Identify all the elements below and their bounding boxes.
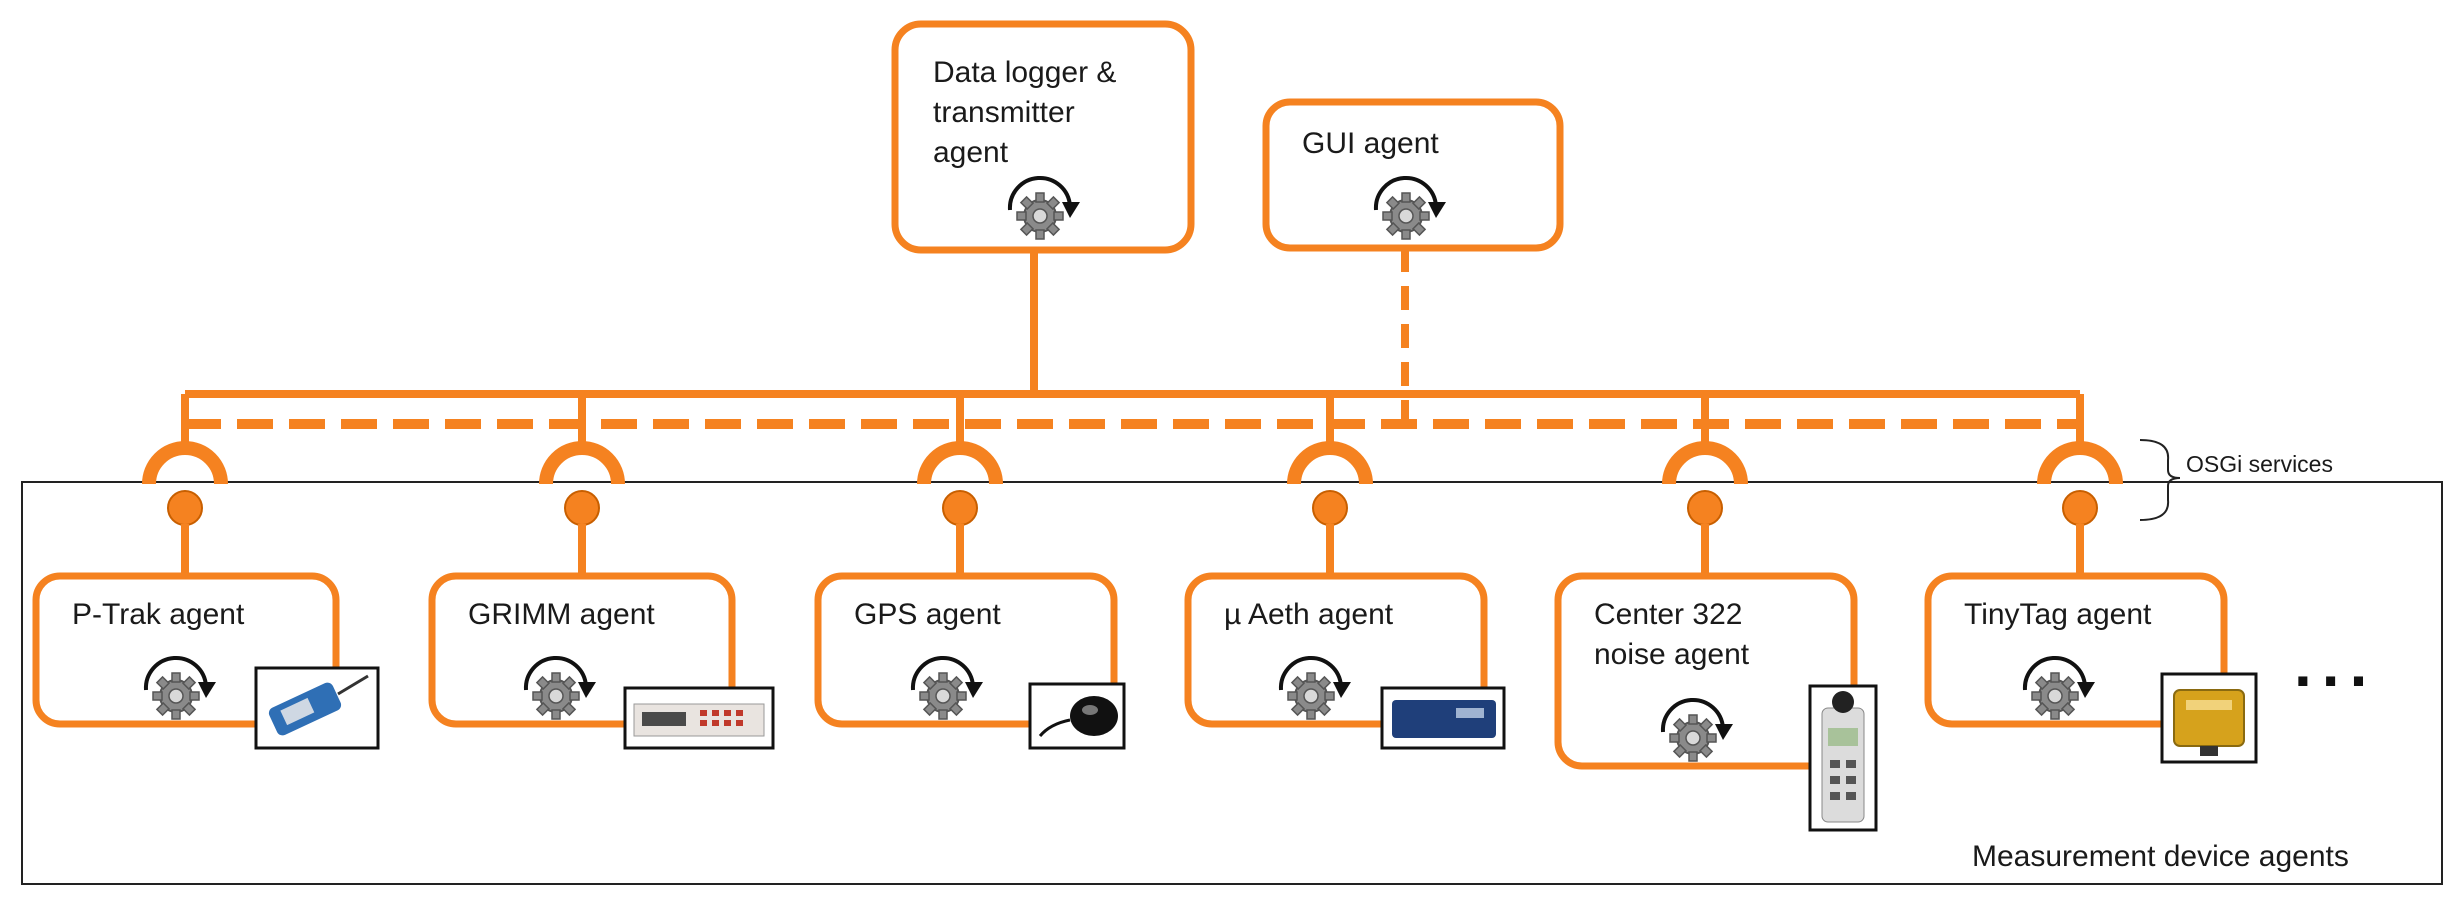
device-agent-label: Center 322 [1594,598,1742,631]
noise-meter-image [1808,684,1878,832]
device-agent-6[interactable]: TinyTag agent [1924,572,2258,764]
osgi-socket-icon [917,441,1003,485]
logger-label-line-3: agent [933,136,1009,169]
measurement-container [21,481,2443,885]
osgi-socket-icon [1662,441,1748,485]
connections [181,248,2084,448]
gui-agent[interactable]: GUI agent [1262,98,1564,252]
logger-label-line-2: transmitter [933,96,1075,129]
osgi-service-ball-icon [1687,490,1723,526]
ptrak-device-image [254,666,380,750]
device-agent-label: GPS agent [854,598,1001,631]
gps-device-image [1028,682,1126,750]
device-agent-1[interactable]: P-Trak agent [32,572,380,750]
measurement-container-label: Measurement device agents [1972,840,2349,873]
osgi-service-ball-icon [1312,490,1348,526]
osgi-socket-icon [539,441,625,485]
osgi-service-ball-icon [942,490,978,526]
gui-label: GUI agent [1302,127,1439,160]
osgi-sockets [142,441,2123,576]
logger-agent[interactable]: Data logger & transmitter agent [891,20,1195,254]
osgi-socket-icon [2037,441,2123,485]
osgi-services-label: OSGi services [2186,451,2333,477]
device-agent-4[interactable]: µ Aeth agent [1184,572,1506,750]
tinytag-device-image [2160,672,2258,764]
device-agent-3[interactable]: GPS agent [814,572,1126,750]
logger-label-line-1: Data logger & [933,56,1116,89]
more-agents-ellipsis: ... [2294,628,2377,700]
osgi-service-ball-icon [564,490,600,526]
device-agent-label: TinyTag agent [1964,598,2152,631]
osgi-socket-icon [1287,441,1373,485]
osgi-socket-icon [142,441,228,485]
device-agent-2[interactable]: GRIMM agent [428,572,775,750]
device-agents: P-Trak agent GRIMM agent GPS agent µ Aeth a… [32,572,2258,832]
aeth-device-image [1380,686,1506,750]
device-agent-label: µ Aeth agent [1224,598,1394,631]
osgi-service-ball-icon [2062,490,2098,526]
device-agent-label: P-Trak agent [72,598,245,631]
device-agent-5[interactable]: Center 322 noise agent [1554,572,1878,832]
osgi-service-ball-icon [167,490,203,526]
osgi-brace: OSGi services [2139,439,2333,521]
device-agent-label: GRIMM agent [468,598,655,631]
grimm-device-image [623,686,775,750]
device-agent-label: noise agent [1594,638,1750,671]
